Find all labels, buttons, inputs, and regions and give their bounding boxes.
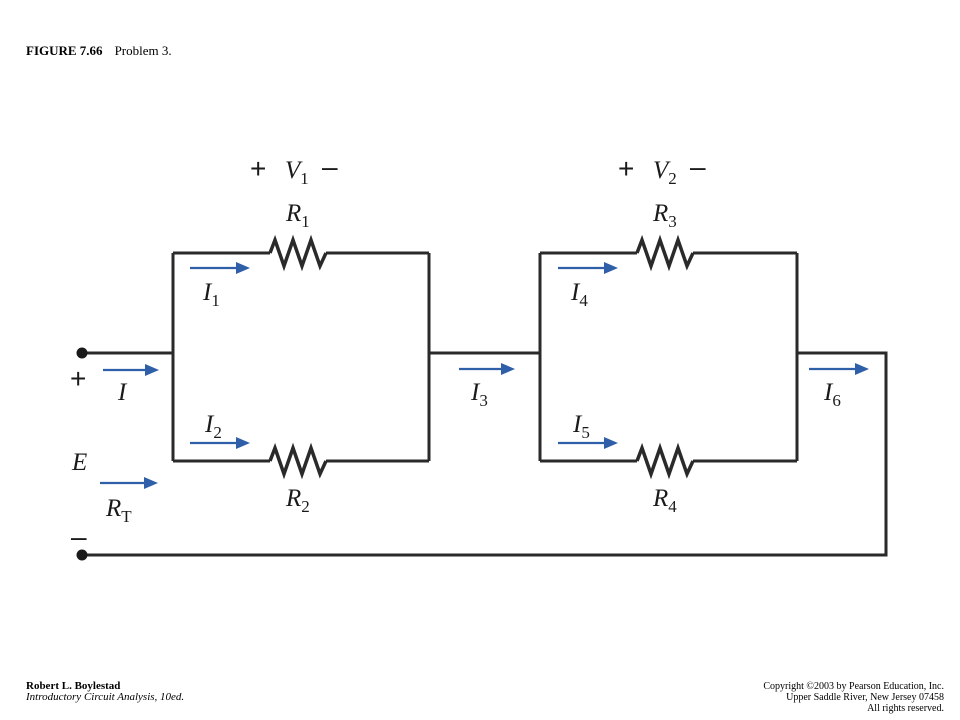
v1-minus: – bbox=[322, 151, 338, 182]
footer-attribution: Robert L. Boylestad Introductory Circuit… bbox=[26, 681, 184, 703]
footer-copyright: Copyright ©2003 by Pearson Education, In… bbox=[763, 681, 944, 714]
i4-label: I4 bbox=[570, 279, 588, 310]
i5-label: I5 bbox=[572, 411, 590, 442]
total-resistance-label: RT bbox=[105, 495, 132, 526]
wire-return bbox=[82, 351, 888, 557]
v2-symbol: V2 bbox=[653, 157, 677, 188]
r4-label: R4 bbox=[652, 485, 677, 516]
resistor-r2 bbox=[268, 442, 328, 480]
copyright-line-3: All rights reserved. bbox=[867, 703, 944, 714]
arrow-i bbox=[103, 364, 159, 376]
i3-label: I3 bbox=[470, 379, 488, 410]
r3-label: R3 bbox=[652, 200, 677, 231]
terminal-negative bbox=[76, 549, 88, 561]
arrow-i1 bbox=[190, 262, 250, 274]
i2-label: I2 bbox=[204, 411, 222, 442]
arrow-i5 bbox=[558, 437, 618, 449]
i1-label: I1 bbox=[202, 279, 220, 310]
arrow-i4 bbox=[558, 262, 618, 274]
resistor-r3 bbox=[635, 234, 695, 272]
copyright-line-2: Upper Saddle River, New Jersey 07458 bbox=[786, 692, 944, 703]
resistor-r1 bbox=[268, 234, 328, 272]
voltage-label-v1: + V1 – bbox=[250, 151, 338, 188]
figure-caption: Problem 3. bbox=[114, 43, 172, 58]
v1-plus: + bbox=[250, 153, 266, 184]
v2-minus: – bbox=[690, 151, 706, 182]
r1-label: R1 bbox=[285, 200, 310, 231]
terminal-positive bbox=[76, 347, 88, 359]
arrow-i3 bbox=[459, 363, 515, 375]
v1-symbol: V1 bbox=[285, 157, 309, 188]
footer-book: Introductory Circuit Analysis, 10ed. bbox=[26, 691, 185, 703]
arrow-i6 bbox=[809, 363, 869, 375]
source-plus: + bbox=[70, 363, 86, 394]
voltage-label-v2: + V2 – bbox=[618, 151, 706, 188]
copyright-line-1: Copyright ©2003 by Pearson Education, In… bbox=[763, 681, 944, 692]
figure-number: FIGURE 7.66 bbox=[26, 43, 103, 58]
arrow-i2 bbox=[190, 437, 250, 449]
source-e-label: E bbox=[71, 449, 87, 476]
footer-author: Robert L. Boylestad bbox=[26, 680, 121, 692]
current-arrows bbox=[100, 262, 869, 489]
arrow-rt bbox=[100, 477, 158, 489]
wires bbox=[82, 251, 888, 557]
total-current-label: I bbox=[117, 379, 128, 406]
source-minus: – bbox=[71, 521, 87, 552]
r2-label: R2 bbox=[285, 485, 310, 516]
resistor-r4 bbox=[635, 442, 695, 480]
i6-label: I6 bbox=[823, 379, 841, 410]
v2-plus: + bbox=[618, 153, 634, 184]
figure-header: FIGURE 7.66 Problem 3. bbox=[26, 43, 172, 59]
